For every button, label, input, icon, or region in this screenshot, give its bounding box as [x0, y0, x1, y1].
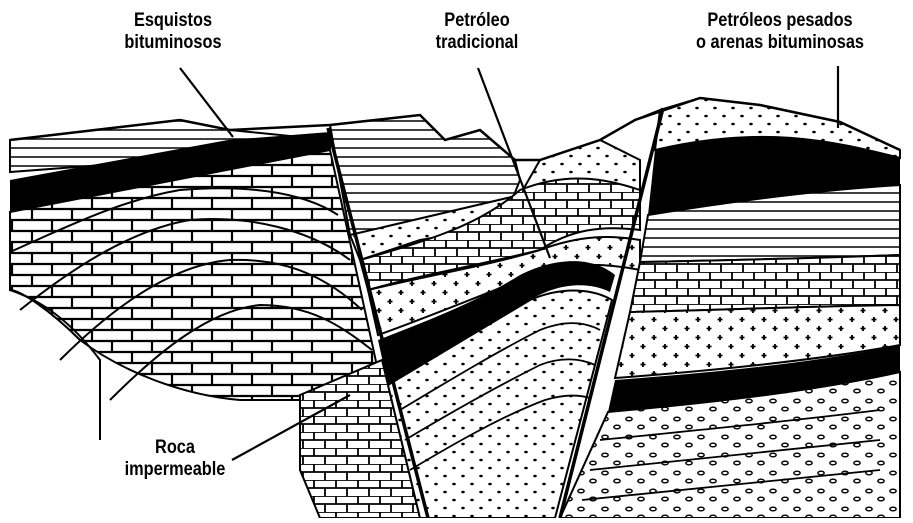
label-cap-rock-line1: Roca: [111, 437, 240, 459]
label-cap-rock-line2: impermeable: [111, 459, 240, 481]
label-cap-rock: Roca impermeable: [111, 437, 240, 481]
label-heavy-oil-line2: o arenas bituminosas: [677, 32, 883, 54]
label-oil-shale: Esquistos bituminosos: [117, 10, 229, 54]
label-heavy-oil-line1: Petróleos pesados: [677, 10, 883, 32]
label-conventional-oil: Petróleo tradicional: [421, 10, 533, 54]
right-limestone-band: [630, 255, 900, 312]
label-conventional-oil-line2: tradicional: [421, 32, 533, 54]
label-conventional-oil-line1: Petróleo: [421, 10, 533, 32]
label-oil-shale-line2: bituminosos: [117, 32, 229, 54]
label-oil-shale-line1: Esquistos: [117, 10, 229, 32]
label-heavy-oil: Petróleos pesados o arenas bituminosas: [677, 10, 883, 54]
